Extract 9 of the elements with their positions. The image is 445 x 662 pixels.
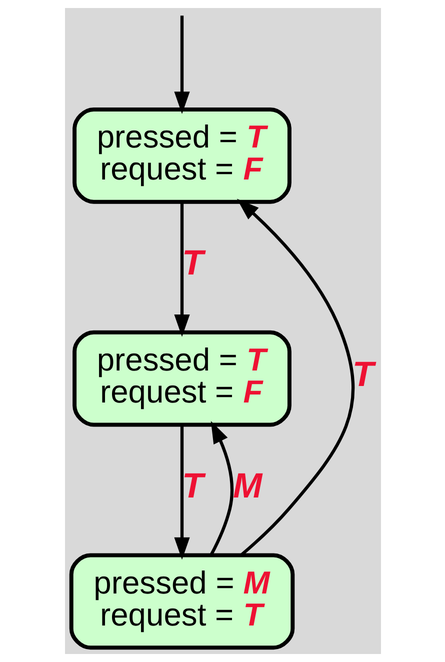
arrow	[236, 198, 354, 556]
node-box: pressed = M request = T	[68, 553, 294, 650]
node-box: pressed = T request = F	[72, 330, 291, 427]
node-box: pressed = T request = F	[72, 108, 291, 204]
edge-label: M	[232, 466, 262, 506]
arrow	[174, 202, 190, 337]
arrow	[174, 16, 190, 114]
arrow	[174, 425, 190, 560]
arrow	[209, 420, 234, 556]
